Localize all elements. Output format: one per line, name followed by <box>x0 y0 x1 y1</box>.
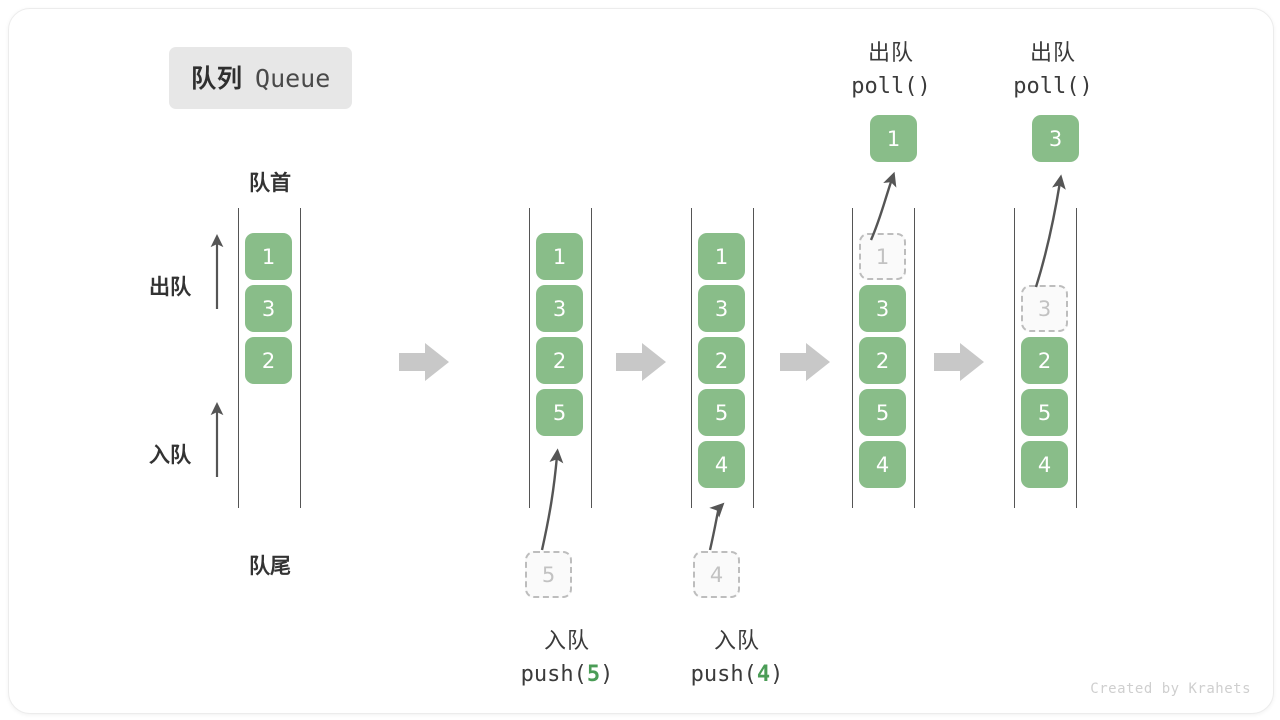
push-4-arrow <box>708 502 725 551</box>
push-5-arrow <box>540 448 564 551</box>
queue-cell: 4 <box>1021 441 1068 488</box>
poll-2-arrow <box>1034 174 1066 288</box>
push4-code-pre: push( <box>690 662 757 687</box>
op-label-poll-2-cn: 出队 <box>1029 40 1076 65</box>
queue-rail-left-1 <box>238 208 239 508</box>
label-queue-front: 队首 <box>249 172 291 195</box>
queue-rail-left-5 <box>1014 208 1015 508</box>
queue-cell: 5 <box>859 389 906 436</box>
push5-code-post: ) <box>600 662 614 687</box>
op-label-push-4: 入队 push(4) <box>669 623 805 687</box>
incoming-element-ghost: 5 <box>525 551 572 598</box>
popped-element: 3 <box>1032 115 1079 162</box>
leaving-element-ghost: 1 <box>859 233 906 280</box>
queue-cell: 1 <box>698 233 745 280</box>
queue-rail-left-3 <box>691 208 692 508</box>
queue-rail-right-2 <box>591 208 592 508</box>
queue-cell: 2 <box>245 337 292 384</box>
incoming-element-ghost: 4 <box>693 551 740 598</box>
queue-cell: 4 <box>859 441 906 488</box>
queue-cell: 5 <box>698 389 745 436</box>
queue-cell: 2 <box>859 337 906 384</box>
queue-cell: 2 <box>536 337 583 384</box>
credit-text: Created by Krahets <box>1090 681 1251 697</box>
op-label-push-5-code: push(5) <box>499 662 635 687</box>
op-label-push-5: 入队 push(5) <box>499 623 635 687</box>
label-enqueue-direction: 入队 <box>149 444 191 467</box>
step-arrow-icon <box>616 343 666 381</box>
queue-cell: 4 <box>698 441 745 488</box>
op-label-poll-2-code: poll() <box>1013 74 1093 99</box>
queue-rail-right-1 <box>300 208 301 508</box>
op-label-poll-1: 出队 poll() <box>831 35 951 99</box>
leaving-element-ghost: 3 <box>1021 285 1068 332</box>
op-label-push-5-cn: 入队 <box>543 628 590 653</box>
queue-cell: 2 <box>698 337 745 384</box>
queue-cell: 1 <box>536 233 583 280</box>
queue-cell: 2 <box>1021 337 1068 384</box>
title-en: Queue <box>255 64 331 93</box>
op-label-push-4-cn: 入队 <box>713 628 760 653</box>
queue-rail-left-4 <box>852 208 853 508</box>
push5-code-pre: push( <box>520 662 587 687</box>
push4-code-post: ) <box>770 662 784 687</box>
title-cn: 队列 <box>191 65 244 93</box>
queue-cell: 3 <box>859 285 906 332</box>
queue-rail-right-4 <box>914 208 915 508</box>
queue-cell: 3 <box>698 285 745 332</box>
step-arrow-icon <box>399 343 449 381</box>
op-label-poll-1-code: poll() <box>851 74 931 99</box>
poll-1-arrow <box>869 171 897 241</box>
step-arrow-icon <box>934 343 984 381</box>
popped-element: 1 <box>870 115 917 162</box>
label-dequeue-direction: 出队 <box>149 276 191 299</box>
queue-rail-right-3 <box>753 208 754 508</box>
diagram-title-chip: 队列 Queue <box>169 47 353 109</box>
step-arrow-icon <box>780 343 830 381</box>
op-label-poll-1-cn: 出队 <box>867 40 914 65</box>
arrows-overlay <box>210 171 1066 551</box>
push4-code-num: 4 <box>756 662 771 687</box>
queue-cell: 5 <box>536 389 583 436</box>
queue-cell: 1 <box>245 233 292 280</box>
queue-cell: 3 <box>536 285 583 332</box>
diagram-card: 队列 Queue 队首 队尾 出队 入队 出队 poll() 出队 poll()… <box>8 8 1274 714</box>
queue-rail-right-5 <box>1076 208 1077 508</box>
queue-cell: 3 <box>245 285 292 332</box>
op-label-poll-2: 出队 poll() <box>993 35 1113 99</box>
push5-code-num: 5 <box>586 662 601 687</box>
queue-rail-left-2 <box>529 208 530 508</box>
op-label-push-4-code: push(4) <box>669 662 805 687</box>
label-queue-rear: 队尾 <box>249 555 291 578</box>
queue-cell: 5 <box>1021 389 1068 436</box>
